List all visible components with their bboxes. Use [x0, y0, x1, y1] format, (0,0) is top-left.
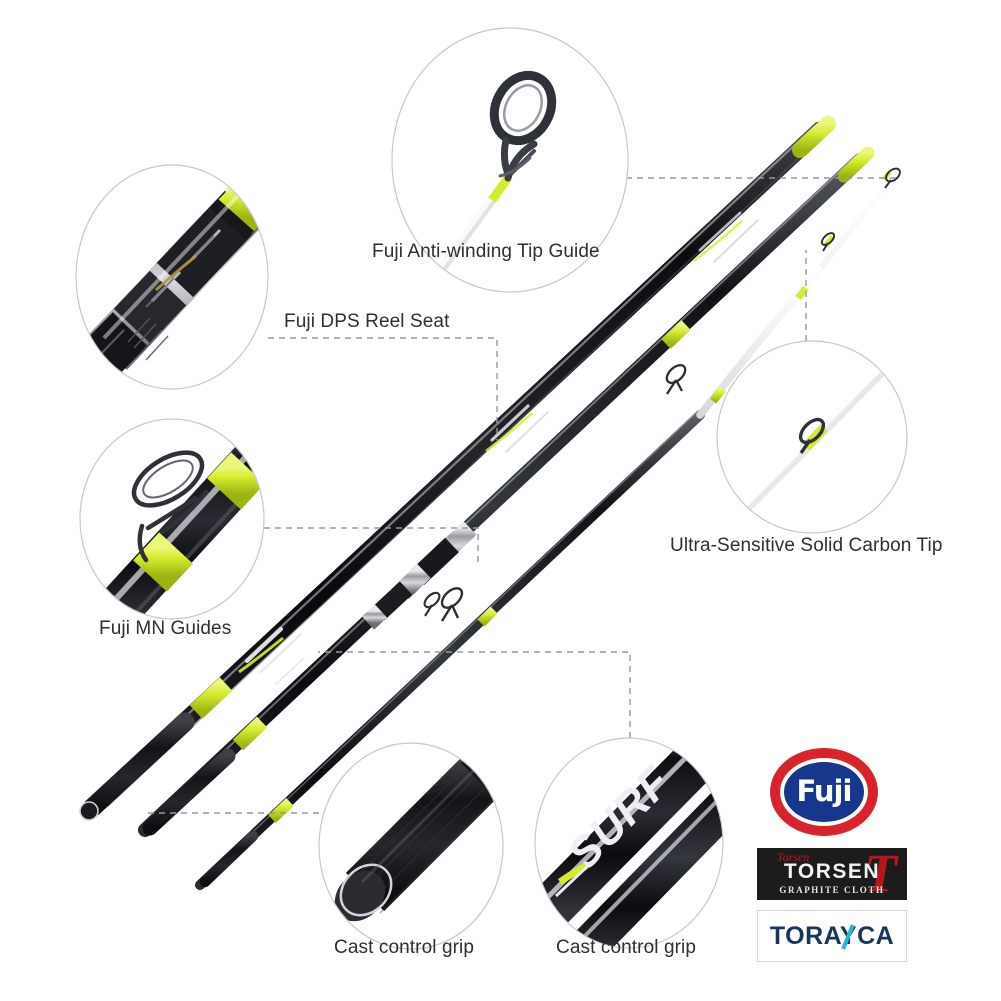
rod-mid-section	[138, 146, 875, 837]
torsen-logo-box: T Torsen TORSEN GRAPHITE CLOTH	[757, 848, 907, 900]
torsen-logo-script: Torsen	[777, 850, 810, 864]
fuji-logo-text: Fuji	[796, 773, 853, 808]
rod-guide	[423, 591, 441, 617]
callout-circle-cast-grip-butt	[318, 742, 504, 950]
rod-tip-guide	[884, 167, 901, 189]
fuji-logo-ring: Fuji	[770, 748, 878, 836]
callout-circle-reel-seat	[75, 164, 269, 390]
fuji-logo-white-ring: Fuji	[780, 758, 868, 826]
leader-lines	[144, 177, 896, 814]
rod-guide	[820, 232, 836, 252]
callout-circle-tip-guide	[391, 27, 629, 293]
label-cast-control-grip-butt: Cast control grip	[334, 937, 475, 958]
torsen-logo-text: TORSEN	[783, 860, 881, 883]
rod-tip-section	[195, 167, 901, 890]
reel-seat-on-rod	[361, 521, 477, 630]
callout-circle-carbon-tip	[716, 340, 908, 534]
callout-circle-mn-guides	[79, 418, 265, 620]
fuji-logo-disc: Fuji	[784, 762, 864, 822]
label-fuji-mn-guides: Fuji MN Guides	[99, 618, 232, 639]
torsen-logo: T Torsen TORSEN GRAPHITE CLOTH	[757, 848, 907, 900]
torayca-logo-text: TORAYCA	[769, 921, 895, 950]
label-ultra-sensitive-solid-carbon-tip: Ultra-Sensitive Solid Carbon Tip	[670, 535, 943, 556]
torayca-logo: TORAYCA	[757, 910, 907, 962]
callout-circle-cast-grip-blank: SURF	[534, 737, 724, 949]
rod-guide	[665, 363, 687, 395]
torsen-logo-subtitle: GRAPHITE CLOTH	[779, 885, 885, 895]
label-fuji-anti-winding-tip-guide: Fuji Anti-winding Tip Guide	[372, 241, 600, 262]
rod-butt-section	[79, 116, 836, 821]
label-fuji-dps-reel-seat: Fuji DPS Reel Seat	[284, 311, 450, 332]
label-cast-control-grip-blank: Cast control grip	[556, 937, 697, 958]
torayca-logo-box: TORAYCA	[757, 910, 907, 962]
fuji-logo: Fuji	[770, 748, 878, 836]
rod-guide	[440, 587, 464, 622]
